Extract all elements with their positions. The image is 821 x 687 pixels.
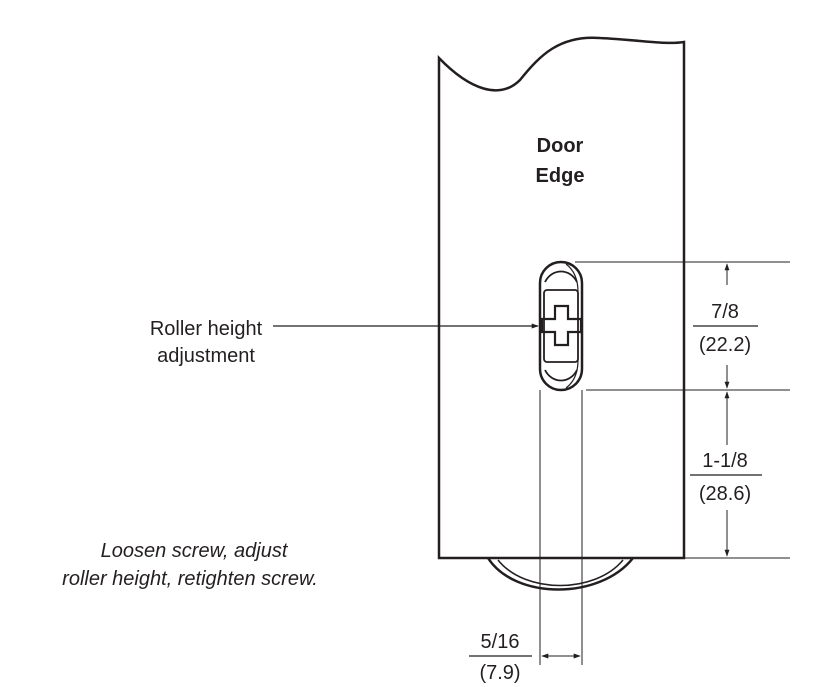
adjustment-slot xyxy=(538,260,584,392)
door-label-line1: Door xyxy=(537,135,584,157)
callout-label-line1: Roller height xyxy=(150,318,263,340)
slot-to-bottom-metric: (28.6) xyxy=(699,483,751,505)
dimension-slot-width: 5/16 (7.9) xyxy=(469,631,581,684)
slot-width-metric: (7.9) xyxy=(479,662,520,684)
slot-height-metric: (22.2) xyxy=(699,334,751,356)
instruction-line1: Loosen screw, adjust xyxy=(101,540,289,562)
dimension-slot-height: 7/8 (22.2) xyxy=(693,263,758,389)
slot-to-bottom-imperial: 1-1/8 xyxy=(702,450,748,472)
instruction-line2: roller height, retighten screw. xyxy=(62,568,318,590)
slot-width-imperial: 5/16 xyxy=(481,631,520,653)
slot-height-imperial: 7/8 xyxy=(711,301,739,323)
roller-wheel xyxy=(486,557,634,591)
door-label-line2: Edge xyxy=(536,165,585,187)
callout-label-line2: adjustment xyxy=(157,345,255,367)
door-edge-outline xyxy=(437,36,686,560)
extension-lines xyxy=(539,261,790,665)
adjustment-screw-icon xyxy=(540,304,583,347)
dimension-slot-to-bottom: 1-1/8 (28.6) xyxy=(690,391,762,557)
